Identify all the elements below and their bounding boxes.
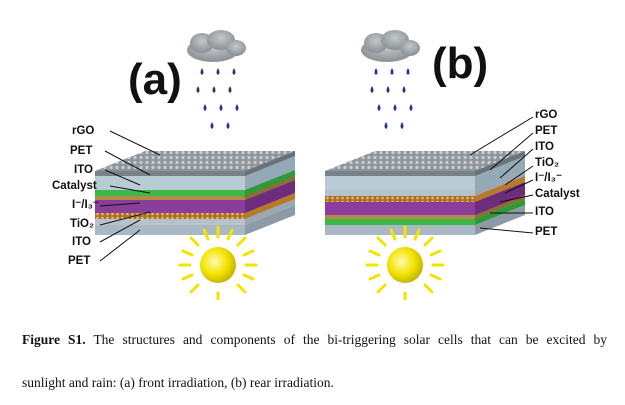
solar-cell-stack-a <box>95 151 295 235</box>
leader-lines-b <box>469 116 534 234</box>
rain-drops-icon <box>370 68 413 129</box>
layer-label-a-pet-bottom: PET <box>68 255 91 267</box>
layer-label-a-pet: PET <box>70 145 93 157</box>
figure-caption-continued: sunlight and rain: (a) front irradiation… <box>22 373 607 393</box>
layer-label-b-pet-bottom: PET <box>535 226 558 238</box>
cloud-icon <box>361 30 420 62</box>
layer-label-b-tio2: TiO₂ <box>535 157 560 169</box>
figure-svg <box>95 30 534 305</box>
panel-a-graphic <box>95 30 295 305</box>
panel-a-label: (a) <box>128 55 182 104</box>
figure-caption-label: Figure S1. <box>22 332 86 347</box>
layer-label-b-rgo: rGO <box>535 109 558 121</box>
solar-cell-stack-b <box>325 151 525 235</box>
figure-caption-line1: The structures and components of the bi-… <box>93 332 607 347</box>
layer-label-a-electrolyte: I⁻/I₃⁻ <box>72 199 100 211</box>
layer-label-a-ito-bottom: ITO <box>72 236 91 248</box>
panel-b-graphic <box>325 30 534 305</box>
layer-label-b-ito-bottom: ITO <box>535 206 554 218</box>
layer-label-b-pet: PET <box>535 125 558 137</box>
rain-drops-icon <box>196 68 239 129</box>
sun-icon <box>365 225 445 305</box>
figure-caption-line2: sunlight and rain: (a) front irradiation… <box>22 375 334 390</box>
panel-b-label: (b) <box>432 39 489 88</box>
leader-lines-a <box>99 130 161 262</box>
layer-label-a-rgo: rGO <box>72 125 95 137</box>
layer-label-b-electrolyte: I⁻/I₃⁻ <box>535 172 563 184</box>
layer-label-a-catalyst: Catalyst <box>52 180 97 192</box>
sun-icon <box>178 225 258 305</box>
layer-label-a-tio2: TiO₂ <box>70 218 95 230</box>
cloud-icon <box>187 30 246 62</box>
figure-illustration: (a) (b) rGO PET ITO Catalyst I⁻/I₃⁻ TiO₂… <box>52 30 580 305</box>
layer-label-b-catalyst: Catalyst <box>535 188 580 200</box>
figure-caption: Figure S1. The structures and components… <box>22 330 607 350</box>
layer-label-a-ito: ITO <box>74 164 93 176</box>
layer-label-b-ito: ITO <box>535 141 554 153</box>
